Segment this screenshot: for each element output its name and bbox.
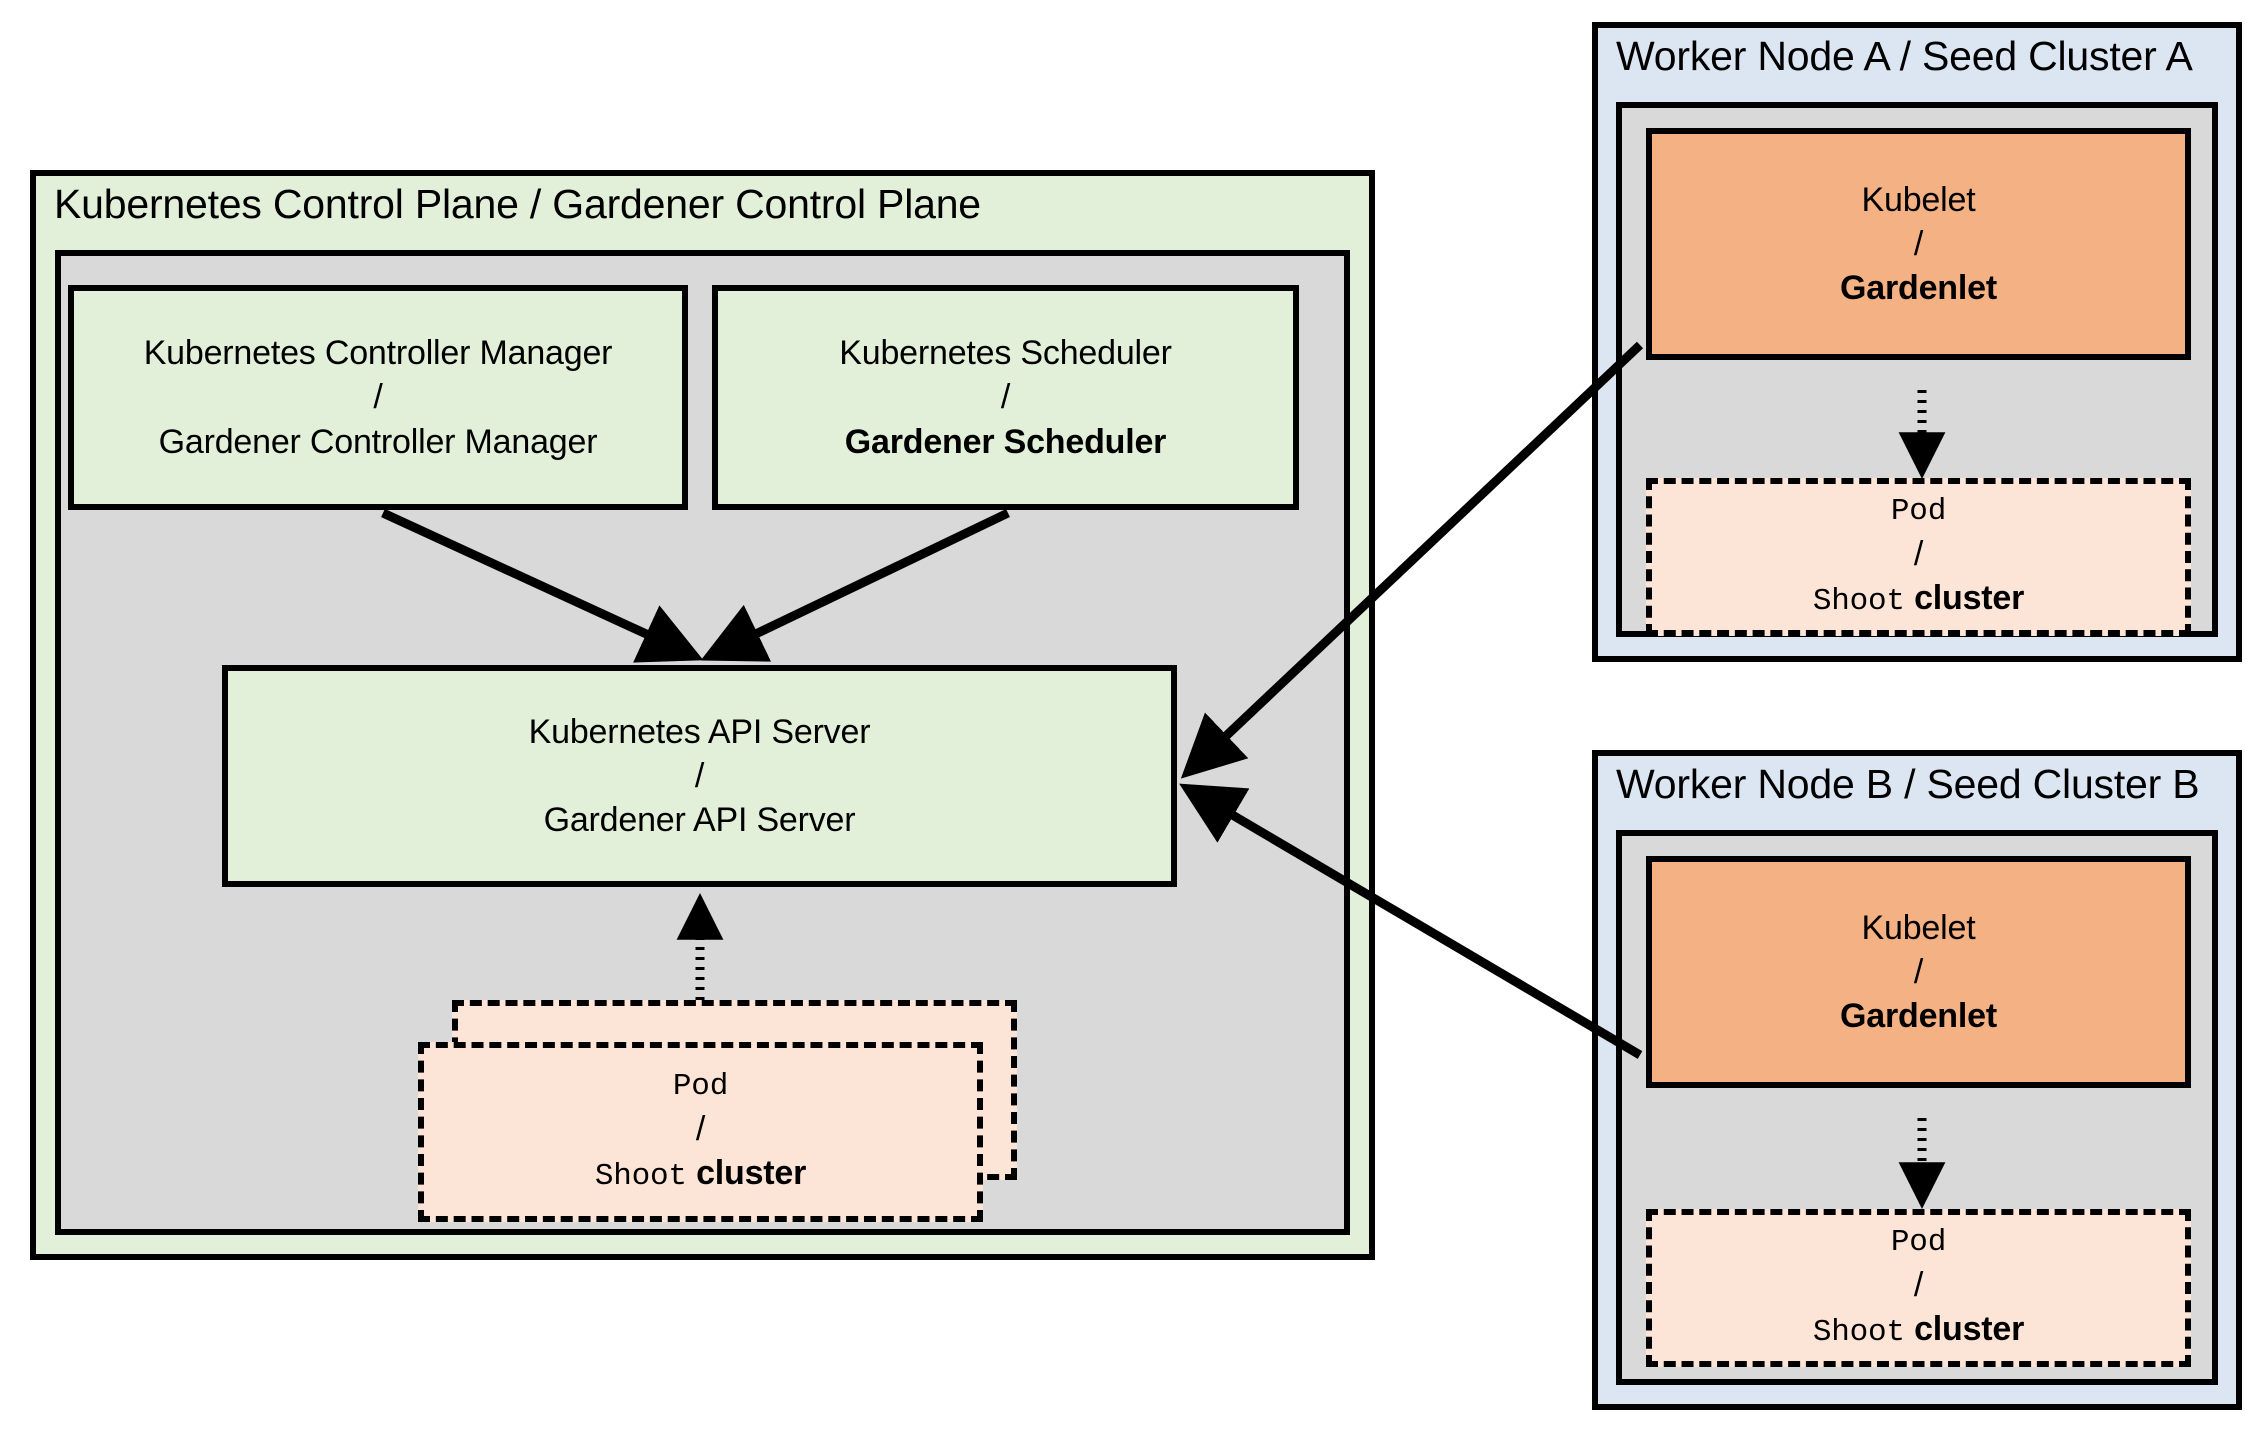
gardenlet-b-box[interactable]: Kubelet / Gardenlet: [1646, 856, 2191, 1088]
seed-b-pod-box[interactable]: Pod / Shoot cluster: [1646, 1209, 2191, 1367]
gardenlet-b-line1: Kubelet: [1861, 908, 1976, 947]
seed-b-pod-line2: Shoot cluster: [1812, 1307, 2025, 1353]
scheduler-separator: /: [1000, 378, 1011, 417]
gardenlet-a-line2: Gardenlet: [1840, 269, 1997, 308]
control-plane-title: Kubernetes Control Plane / Gardener Cont…: [54, 181, 981, 227]
gardenlet-b-separator: /: [1913, 952, 1924, 991]
kubernetes-api-server-box[interactable]: Kubernetes API Server / Gardener API Ser…: [222, 665, 1177, 887]
api-server-line2: Gardener API Server: [543, 801, 856, 840]
scheduler-label: Kubernetes Scheduler / Gardener Schedule…: [839, 331, 1172, 464]
seed-b-pod-line2-bold: cluster: [1914, 1310, 2025, 1349]
controller-manager-line2: Gardener Controller Manager: [158, 422, 598, 461]
seed-b-pod-line2-mono: Shoot: [1812, 1315, 1905, 1351]
seed-a-pod-line2: Shoot cluster: [1812, 576, 2025, 622]
seed-b-pod-label: Pod / Shoot cluster: [1812, 1223, 2025, 1354]
control-plane-pod-line2-bold: cluster: [696, 1154, 807, 1193]
gardenlet-a-label: Kubelet / Gardenlet: [1840, 178, 1997, 311]
control-plane-pod-label: Pod / Shoot cluster: [594, 1067, 807, 1198]
scheduler-line2: Gardener Scheduler: [844, 422, 1167, 461]
seed-cluster-b-title: Worker Node B / Seed Cluster B: [1616, 761, 2200, 807]
kubernetes-controller-manager-box[interactable]: Kubernetes Controller Manager / Gardener…: [68, 285, 688, 510]
seed-a-pod-line2-bold: cluster: [1914, 579, 2025, 618]
gardenlet-a-box[interactable]: Kubelet / Gardenlet: [1646, 128, 2191, 360]
gardenlet-a-separator: /: [1913, 224, 1924, 263]
gardenlet-a-line1: Kubelet: [1861, 180, 1976, 219]
seed-a-pod-line1: Pod: [1890, 493, 1947, 529]
seed-a-pod-label: Pod / Shoot cluster: [1812, 492, 2025, 623]
seed-cluster-a-title: Worker Node A / Seed Cluster A: [1616, 33, 2193, 79]
seed-b-pod-separator: /: [1913, 1265, 1924, 1304]
control-plane-pod-separator: /: [695, 1109, 706, 1148]
seed-b-pod-line1: Pod: [1890, 1224, 1947, 1260]
control-plane-pod-box[interactable]: Pod / Shoot cluster: [418, 1042, 983, 1222]
seed-a-pod-box[interactable]: Pod / Shoot cluster: [1646, 478, 2191, 636]
seed-a-pod-line2-mono: Shoot: [1812, 584, 1905, 620]
seed-b-pod-line2-space: [1905, 1310, 1914, 1348]
seed-a-pod-line2-space: [1905, 579, 1914, 617]
controller-manager-line1: Kubernetes Controller Manager: [143, 334, 613, 373]
api-server-line1: Kubernetes API Server: [528, 712, 871, 751]
control-plane-pod-line1: Pod: [672, 1068, 729, 1104]
gardenlet-b-label: Kubelet / Gardenlet: [1840, 906, 1997, 1039]
kubernetes-scheduler-box[interactable]: Kubernetes Scheduler / Gardener Schedule…: [712, 285, 1299, 510]
control-plane-pod-line2: Shoot cluster: [594, 1151, 807, 1197]
control-plane-pod-line2-space: [687, 1154, 696, 1192]
controller-manager-separator: /: [373, 378, 383, 417]
gardenlet-b-line2: Gardenlet: [1840, 997, 1997, 1036]
control-plane-pod-line2-mono: Shoot: [594, 1159, 687, 1195]
api-server-label: Kubernetes API Server / Gardener API Ser…: [529, 710, 871, 843]
scheduler-line1: Kubernetes Scheduler: [839, 334, 1172, 373]
api-server-separator: /: [694, 756, 705, 795]
seed-a-pod-separator: /: [1913, 534, 1924, 573]
controller-manager-label: Kubernetes Controller Manager / Gardener…: [144, 331, 613, 464]
